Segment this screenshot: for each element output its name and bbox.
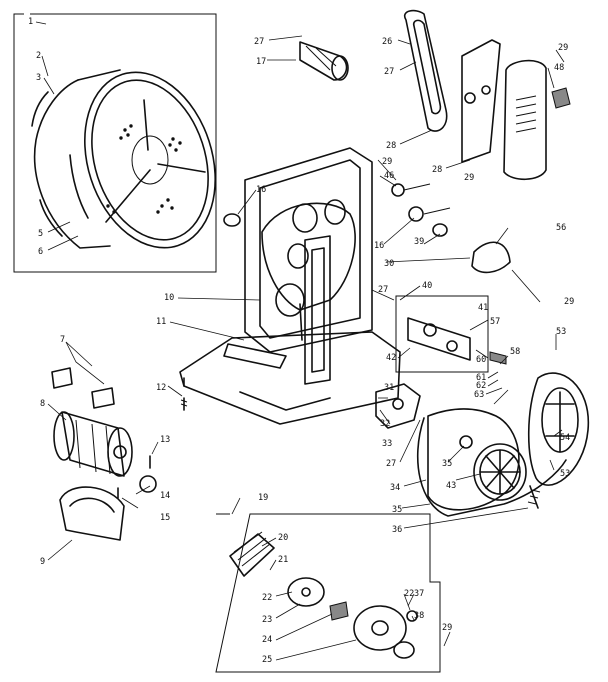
motor-mount (59, 486, 125, 541)
callout-14: 14 (160, 491, 170, 501)
callout-29-bottom: 29 (442, 623, 452, 633)
callout-5: 5 (38, 229, 43, 239)
callout-38: 38 (414, 611, 424, 621)
motor-small-parts (117, 455, 157, 499)
callout-35-upper: 35 (442, 459, 452, 469)
motor-assembly (53, 411, 133, 477)
callout-32: 32 (380, 419, 390, 429)
duct-assembly (403, 9, 547, 181)
callout-46: 46 (384, 171, 394, 181)
drum-group-box (13, 13, 217, 273)
motor-switch-box (395, 295, 507, 373)
callout-54: 54 (560, 433, 570, 443)
callout-28-left: 28 (386, 141, 396, 151)
callout-37: 37 (414, 589, 424, 599)
callout-53-top: 53 (556, 327, 566, 337)
callout-35-lower: 35 (392, 505, 402, 515)
callout-13: 13 (160, 435, 170, 445)
callout-56: 56 (556, 223, 566, 233)
callout-30: 30 (384, 259, 394, 269)
callout-33: 33 (382, 439, 392, 449)
callout-22-right: 22 (404, 589, 414, 599)
callout-60: 60 (476, 355, 486, 365)
callout-27-top: 27 (254, 37, 264, 47)
callout-29-topright: 29 (558, 43, 568, 53)
thermostat-parts (391, 183, 451, 237)
callout-29-mid: 29 (464, 173, 474, 183)
callout-8: 8 (40, 399, 45, 409)
callout-25: 25 (262, 655, 272, 665)
callout-20: 20 (278, 533, 288, 543)
callout-31: 31 (384, 383, 394, 393)
knob-17 (299, 41, 349, 81)
callout-62: 62 (476, 381, 486, 391)
callout-6: 6 (38, 247, 43, 257)
blower-assembly (229, 531, 418, 659)
callout-39: 39 (414, 237, 424, 247)
callout-29-center: 29 (382, 157, 392, 167)
callout-2: 2 (36, 51, 41, 61)
callout-27-low: 27 (386, 459, 396, 469)
motor-clips (51, 367, 115, 409)
callout-9: 9 (40, 557, 45, 567)
callout-11: 11 (156, 317, 166, 327)
callout-29-right: 29 (564, 297, 574, 307)
callout-27-duct: 27 (384, 67, 394, 77)
callout-1: 1 (28, 17, 33, 27)
drum-perforations (106, 124, 182, 214)
callout-41: 41 (478, 303, 488, 313)
cover-56 (471, 241, 511, 274)
blower-group-box (215, 513, 441, 673)
switch-48 (551, 87, 571, 109)
callout-3: 3 (36, 73, 41, 83)
callout-43: 43 (446, 481, 456, 491)
drive-belt (416, 417, 567, 517)
callout-labels: 1 2 3 5 6 7 8 9 10 11 12 13 14 15 16 16 … (28, 17, 574, 665)
callout-16-top: 16 (256, 185, 266, 195)
callout-58: 58 (510, 347, 520, 357)
callout-53-bottom: 53 (560, 469, 570, 479)
callout-63: 63 (474, 390, 484, 400)
callout-24: 24 (262, 635, 272, 645)
callout-34: 34 (390, 483, 400, 493)
callout-23: 23 (262, 615, 272, 625)
callout-7: 7 (60, 335, 65, 345)
screw-12 (180, 397, 188, 411)
callout-21: 21 (278, 555, 288, 565)
callout-17: 17 (256, 57, 266, 67)
callout-27-mid: 27 (378, 285, 388, 295)
callout-61: 61 (476, 373, 486, 383)
callout-28-right: 28 (432, 165, 442, 175)
base-plate (179, 331, 401, 425)
callout-10: 10 (164, 293, 174, 303)
callout-57: 57 (490, 317, 500, 327)
callout-42: 42 (386, 353, 396, 363)
callout-22-left: 22 (262, 593, 272, 603)
callout-48: 48 (554, 63, 564, 73)
callout-36: 36 (392, 525, 402, 535)
bulkhead-assembly (244, 147, 373, 385)
callout-26: 26 (382, 37, 392, 47)
leader-lines (35, 21, 565, 661)
callout-19: 19 (258, 493, 268, 503)
callout-12: 12 (156, 383, 166, 393)
callout-16-mid: 16 (374, 241, 384, 251)
drum-washer (223, 213, 241, 227)
callout-40: 40 (422, 281, 432, 291)
callout-15: 15 (160, 513, 170, 523)
pulley-assembly (375, 372, 590, 511)
drum-assembly (31, 69, 216, 249)
